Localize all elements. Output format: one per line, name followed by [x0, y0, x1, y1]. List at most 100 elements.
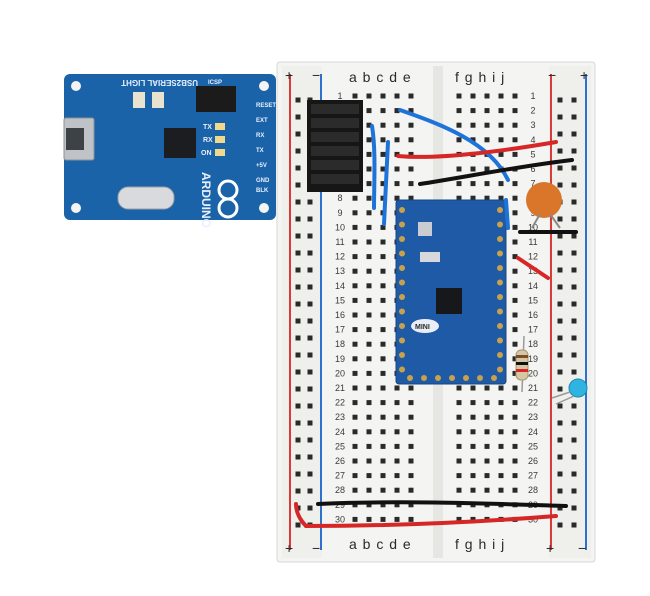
rail-hole	[295, 148, 301, 154]
mini-usb-port	[66, 128, 84, 150]
usb-controller-chip	[164, 128, 196, 158]
breadboard-hole	[498, 414, 504, 420]
status-led	[215, 149, 225, 156]
row-number-label: 28	[335, 485, 345, 495]
breadboard-hole	[380, 473, 386, 479]
breadboard-hole	[366, 414, 372, 420]
breadboard-hole	[498, 195, 504, 201]
breadboard-hole	[394, 414, 400, 420]
breadboard-hole	[408, 122, 414, 128]
breadboard-hole	[366, 297, 372, 303]
icsp-header-label: ICSP	[208, 80, 222, 86]
breadboard-hole	[408, 473, 414, 479]
breadboard-hole	[380, 356, 386, 362]
breadboard-hole	[484, 385, 490, 391]
breadboard-hole	[366, 327, 372, 333]
usb-adapter-mount-hole	[259, 203, 269, 213]
breadboard-hole	[352, 429, 358, 435]
breadboard-hole	[512, 327, 518, 333]
rail-hole	[571, 233, 577, 239]
breadboard-hole	[498, 458, 504, 464]
breadboard-hole	[456, 414, 462, 420]
breadboard-hole	[366, 181, 372, 187]
breadboard-hole	[512, 370, 518, 376]
rail-hole	[307, 284, 313, 290]
breadboard-hole	[352, 283, 358, 289]
breadboard-hole	[470, 487, 476, 493]
breadboard-hole	[408, 487, 414, 493]
rail-hole	[307, 301, 313, 307]
breadboard-hole	[394, 487, 400, 493]
row-number-label: 26	[335, 456, 345, 466]
rail-hole	[557, 165, 563, 171]
breadboard-hole	[484, 473, 490, 479]
crystal-oscillator	[117, 186, 175, 210]
breadboard-hole	[380, 283, 386, 289]
pin-label-reset: RESET	[256, 103, 276, 109]
breadboard-hole	[366, 341, 372, 347]
breadboard-hole	[380, 327, 386, 333]
breadboard-hole	[512, 312, 518, 318]
breadboard-hole	[484, 93, 490, 99]
breadboard-hole	[352, 400, 358, 406]
breadboard-hole	[380, 137, 386, 143]
breadboard-hole	[512, 151, 518, 157]
row-number-label: 6	[530, 164, 535, 174]
breadboard-hole	[394, 429, 400, 435]
breadboard-hole	[512, 239, 518, 245]
blue-wire	[382, 140, 390, 226]
breadboard-hole	[352, 487, 358, 493]
mini-pin	[497, 279, 503, 286]
rail-hole	[557, 233, 563, 239]
breadboard-hole	[380, 166, 386, 172]
row-number-label: 28	[528, 485, 538, 495]
mini-pin	[435, 375, 441, 381]
breadboard-hole	[352, 458, 358, 464]
mini-pin	[491, 375, 497, 381]
rail-hole	[571, 165, 577, 171]
mini-pin	[477, 375, 483, 381]
breadboard-hole	[498, 181, 504, 187]
breadboard-hole	[512, 181, 518, 187]
bottom-columns-left-label: a b c d e	[349, 536, 412, 552]
row-number-label: 25	[335, 441, 345, 451]
rail-hole	[571, 301, 577, 307]
rail-hole	[295, 233, 301, 239]
breadboard-hole	[470, 195, 476, 201]
rail-hole	[557, 352, 563, 358]
rail-hole	[307, 471, 313, 477]
rail-hole	[571, 369, 577, 375]
top-columns-left-label: a b c d e	[349, 69, 412, 85]
top-left-plus-label: +	[285, 67, 293, 83]
pin-label-ext: EXT	[256, 118, 268, 124]
breadboard-hole	[484, 181, 490, 187]
rail-hole	[571, 216, 577, 222]
breadboard-hole	[380, 195, 386, 201]
breadboard-hole	[352, 443, 358, 449]
usb-adapter-mount-hole	[71, 203, 81, 213]
breadboard-hole	[408, 443, 414, 449]
rail-hole	[307, 352, 313, 358]
breadboard-hole	[484, 195, 490, 201]
breadboard-hole	[512, 254, 518, 260]
rail-hole	[557, 488, 563, 494]
blue-wire	[398, 108, 510, 182]
rail-hole	[295, 267, 301, 273]
breadboard-hole	[408, 93, 414, 99]
breadboard-hole	[484, 400, 490, 406]
rail-hole	[571, 97, 577, 103]
breadboard-hole	[470, 108, 476, 114]
breadboard-hole	[456, 93, 462, 99]
breadboard-hole	[394, 137, 400, 143]
mini-pin	[399, 236, 405, 242]
breadboard-hole	[512, 356, 518, 362]
row-number-label: 2	[530, 106, 535, 116]
breadboard-hole	[484, 487, 490, 493]
red-wire	[516, 256, 550, 280]
breadboard-hole	[366, 473, 372, 479]
breadboard-hole	[512, 297, 518, 303]
mini-label: MINI	[415, 324, 430, 331]
breadboard-hole	[408, 458, 414, 464]
top-right-plus-label: +	[580, 67, 588, 83]
rail-hole	[571, 318, 577, 324]
